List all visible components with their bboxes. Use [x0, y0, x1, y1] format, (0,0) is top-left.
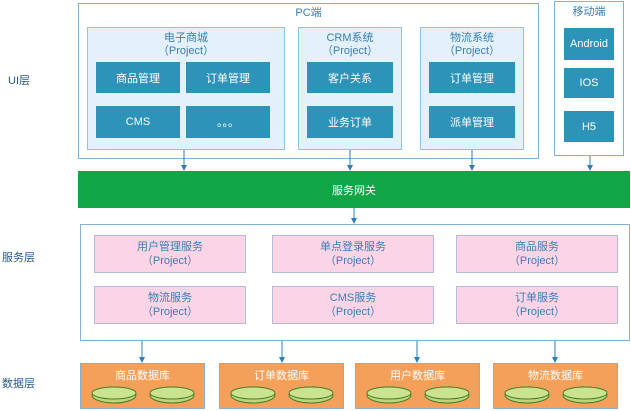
- svc-user-mgmt-name: 用户管理服务: [137, 241, 203, 253]
- crm-project: （Project）: [321, 45, 379, 57]
- db-order[interactable]: 订单数据库: [219, 363, 344, 409]
- mall-panel: 电子商城 （Project） 商品管理 订单管理 CMS 。。。: [87, 27, 285, 150]
- tile-logistics-order[interactable]: 订单管理: [429, 62, 515, 93]
- svc-logistics-name: 物流服务: [148, 292, 192, 304]
- tile-h5[interactable]: H5: [564, 111, 614, 142]
- db-logistics[interactable]: 物流数据库: [493, 363, 618, 409]
- database-disk-icon: [91, 386, 195, 404]
- data-layer-label: 数据层: [2, 378, 35, 390]
- crm-title: CRM系统: [326, 32, 374, 44]
- svc-cms-name: CMS服务: [329, 292, 377, 304]
- database-disk-icon: [230, 386, 334, 404]
- db-product[interactable]: 商品数据库: [80, 363, 205, 409]
- tile-ios[interactable]: IOS: [564, 68, 614, 98]
- tile-android[interactable]: Android: [564, 28, 614, 60]
- db-user[interactable]: 用户数据库: [355, 363, 480, 409]
- svc-product-project: （Project）: [508, 255, 566, 267]
- database-disk-icon: [366, 386, 470, 404]
- tile-cms[interactable]: CMS: [96, 106, 180, 138]
- logistics-title: 物流系统: [450, 32, 494, 44]
- mobile-frame: 移动端 Android IOS H5: [554, 1, 624, 156]
- logistics-panel: 物流系统 （Project） 订单管理 派单管理: [420, 27, 524, 150]
- svc-sso-project: （Project）: [324, 255, 382, 267]
- svc-product[interactable]: 商品服务 （Project）: [456, 235, 618, 273]
- ui-layer-label: UI层: [8, 75, 30, 87]
- service-layer-label: 服务层: [2, 252, 35, 264]
- svc-order-name: 订单服务: [515, 292, 559, 304]
- svc-logistics-project: （Project）: [141, 306, 199, 318]
- tile-customer-relation[interactable]: 客户关系: [307, 62, 393, 93]
- crm-panel: CRM系统 （Project） 客户关系 业务订单: [298, 27, 402, 150]
- db-logistics-title: 物流数据库: [528, 370, 583, 382]
- svc-logistics[interactable]: 物流服务 （Project）: [94, 286, 246, 324]
- tile-more[interactable]: 。。。: [186, 106, 270, 138]
- db-order-title: 订单数据库: [254, 370, 309, 382]
- svc-order[interactable]: 订单服务 （Project）: [456, 286, 618, 324]
- svc-user-mgmt-project: （Project）: [141, 255, 199, 267]
- tile-business-order[interactable]: 业务订单: [307, 106, 393, 138]
- database-disk-icon: [504, 386, 608, 404]
- mobile-title: 移动端: [572, 6, 606, 18]
- tile-dispatch-mgmt[interactable]: 派单管理: [429, 106, 515, 138]
- tile-order-mgmt[interactable]: 订单管理: [186, 62, 270, 93]
- logistics-project: （Project）: [443, 45, 501, 57]
- svc-cms[interactable]: CMS服务 （Project）: [272, 286, 434, 324]
- svc-order-project: （Project）: [508, 306, 566, 318]
- mall-project: （Project）: [157, 45, 215, 57]
- svc-user-mgmt[interactable]: 用户管理服务 （Project）: [94, 235, 246, 273]
- mall-title: 电子商城: [164, 32, 208, 44]
- svc-product-name: 商品服务: [515, 241, 559, 253]
- service-gateway[interactable]: 服务网关: [78, 171, 630, 208]
- db-user-title: 用户数据库: [390, 370, 445, 382]
- pc-title: PC端: [295, 7, 322, 19]
- db-product-title: 商品数据库: [115, 370, 170, 382]
- svc-sso-name: 单点登录服务: [320, 241, 386, 253]
- svc-sso[interactable]: 单点登录服务 （Project）: [272, 235, 434, 273]
- tile-product-mgmt[interactable]: 商品管理: [96, 62, 180, 93]
- svc-cms-project: （Project）: [324, 306, 382, 318]
